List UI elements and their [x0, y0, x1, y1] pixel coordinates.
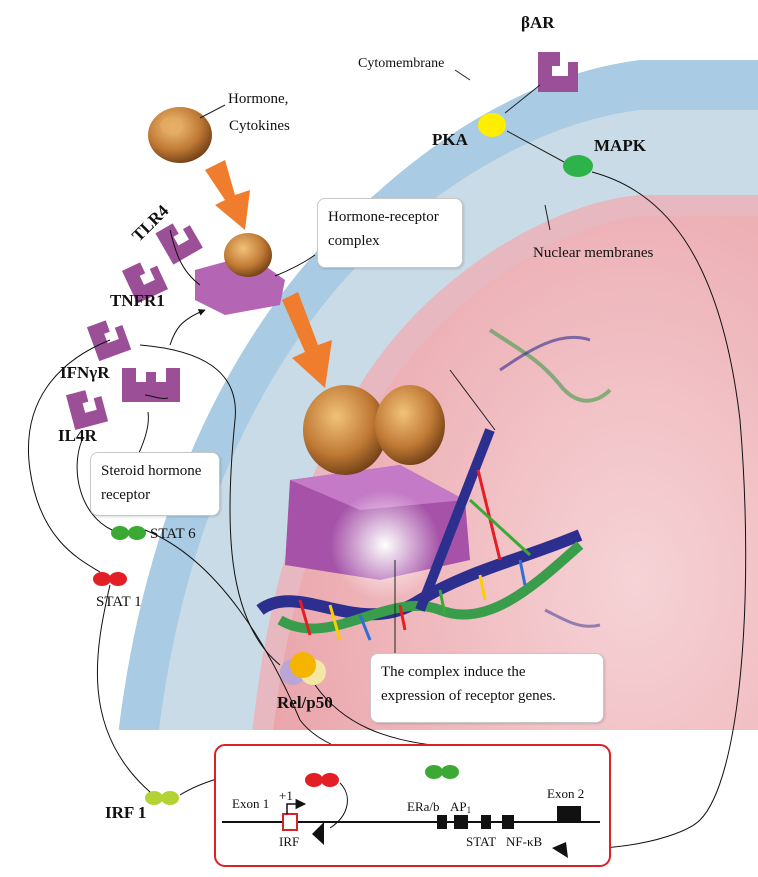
nfkb-site-label: NF-κB: [506, 834, 542, 849]
stat6-label: STAT 6: [150, 526, 196, 542]
nuclear-complex-icon: [285, 385, 470, 600]
irf1-molecule: [145, 791, 179, 805]
rel-p50-molecule: [280, 652, 326, 685]
irf-site-label: IRF: [279, 834, 299, 849]
ap1-site: [454, 815, 468, 829]
pka-label: PKA: [432, 130, 469, 149]
exon1-label: Exon 1: [232, 796, 269, 811]
receptor-icon: [121, 262, 169, 304]
hormone-receptor-box-line2: complex: [328, 233, 380, 249]
hormone-arrow: [205, 160, 250, 230]
irf-arrowhead: [312, 822, 324, 845]
cytomembrane-pointer: [454, 69, 471, 81]
nuclear-membranes-label: Nuclear membranes: [533, 245, 654, 261]
il4r-to-stat6-line: [76, 439, 113, 531]
mapk-label: MAPK: [594, 136, 647, 155]
tlr4-pointer-line: [169, 229, 201, 286]
steroid-receptor-icon: [122, 368, 180, 402]
tlr4-receptor-icon: [155, 223, 203, 265]
irf-site: [282, 813, 298, 831]
stat6-molecule: [111, 526, 146, 540]
complex-box-pointer-line: [274, 254, 316, 277]
receptor-to-complex-line: [169, 309, 206, 346]
hormone-protein-icon: [148, 107, 212, 163]
exon2-block: [557, 806, 581, 822]
hormone-receptor-complex-icon: [195, 233, 285, 315]
complex-induce-box: The complex induce the expression of rec…: [370, 653, 604, 723]
tnfr1-receptor-icon: [86, 320, 132, 362]
steroid-box-line2: receptor: [101, 487, 151, 503]
steroid-hormone-receptor-box: Steroid hormone receptor: [90, 452, 220, 516]
steroid-box-pointer: [137, 411, 149, 456]
nfkb-site: [502, 815, 514, 829]
steroid-pointer-line: [144, 394, 169, 399]
hormone-label-line: [199, 104, 226, 119]
stat1-to-irf1-line: [96, 584, 151, 793]
beta-ar-receptor-icon: [538, 52, 578, 92]
ifngr-label: IFNγR: [60, 363, 110, 382]
beta-ar-label: βAR: [521, 13, 555, 32]
stat1-bound-molecule: [305, 773, 339, 787]
dna-helix-icon: [256, 328, 612, 641]
pka-link: [504, 84, 541, 114]
nfkb-arrowhead: [552, 842, 568, 858]
hormone-label: Hormone,: [228, 91, 288, 107]
nuclear-membrane-pointer: [544, 204, 551, 231]
era-label: ERa/b: [407, 799, 440, 814]
gene-promoter-box: Exon 1 +1 IRF ERa/b AP1 STAT NF-κB Exon …: [214, 744, 611, 867]
dna-pointer: [449, 369, 496, 431]
stat6-bound-molecule: [425, 765, 459, 779]
il4r-label: IL4R: [58, 426, 97, 445]
rel-p50-label: Rel/p50: [277, 693, 333, 712]
pka-mapk-link: [506, 130, 565, 163]
ifngr-to-stat1-line: [28, 339, 111, 573]
hormone-receptor-complex-box: Hormone-receptor complex: [317, 198, 463, 268]
stat1-molecule: [93, 572, 127, 586]
tss-arrow: [286, 798, 307, 814]
cytokines-label: Cytokines: [229, 118, 290, 134]
pka-molecule: [478, 113, 506, 137]
era-site: [437, 815, 447, 829]
ap-label: AP1: [450, 799, 471, 815]
mapk-to-nfkb-line: [559, 171, 747, 850]
cytomembrane-label: Cytomembrane: [358, 56, 444, 71]
stat-site-label: STAT: [466, 834, 496, 849]
steroid-box-line1: Steroid hormone: [101, 463, 202, 479]
exon2-label: Exon 2: [547, 786, 584, 801]
tnfr1-to-relp50-line: [139, 344, 281, 666]
plus1-label: +1: [279, 788, 293, 803]
complex-box-line1: The complex induce the: [381, 664, 526, 680]
stat-site: [481, 815, 491, 829]
mapk-molecule: [563, 155, 593, 177]
complex-box-line2: expression of receptor genes.: [381, 688, 556, 704]
complex-arrow: [282, 292, 332, 388]
tnfr1-label: TNFR1: [110, 291, 165, 310]
stat1-label: STAT 1: [96, 594, 142, 610]
hormone-receptor-box-line1: Hormone-receptor: [328, 209, 439, 225]
il4r-receptor-icon: [65, 390, 109, 431]
irf1-label: IRF 1: [105, 803, 146, 822]
